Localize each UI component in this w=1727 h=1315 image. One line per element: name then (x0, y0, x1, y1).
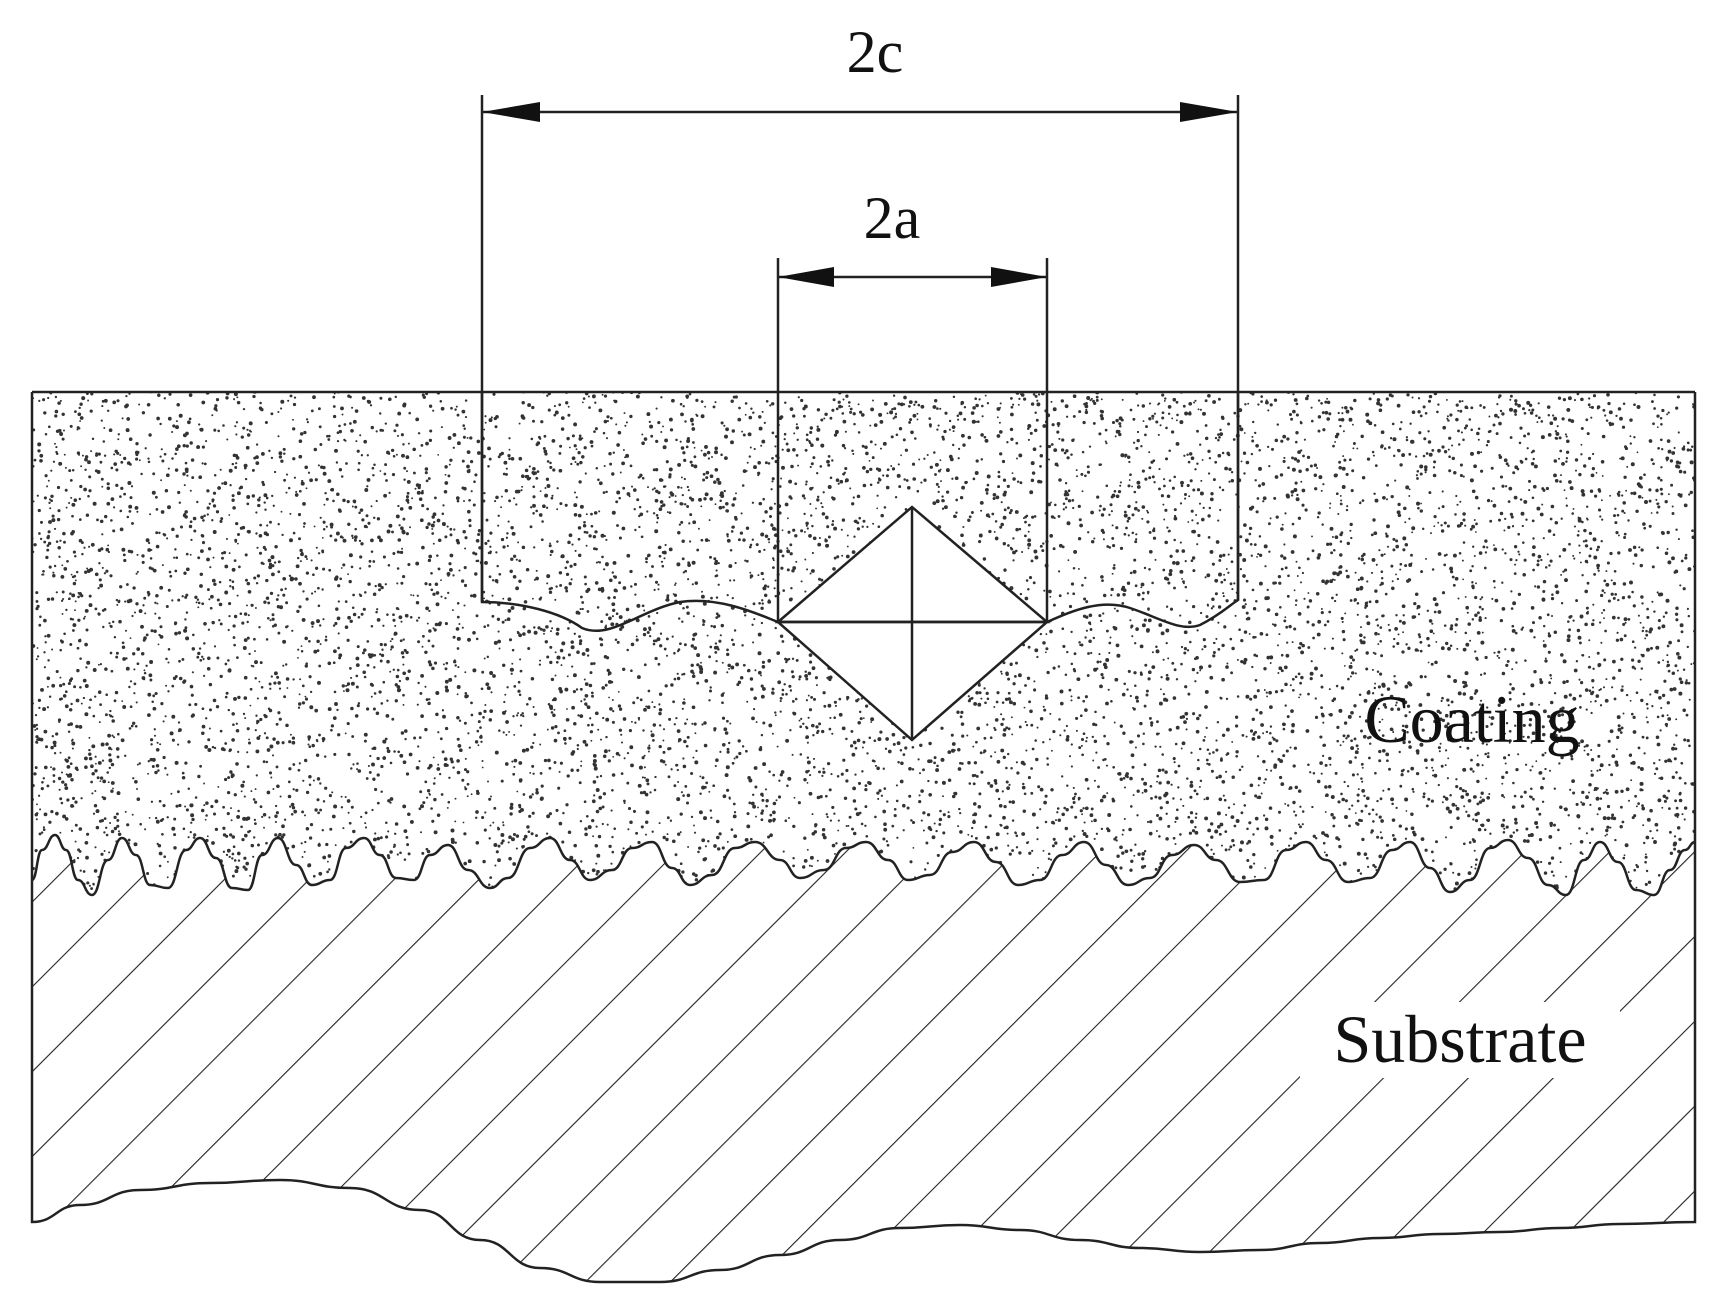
layer-labels: Coating Substrate (1300, 681, 1620, 1078)
label-2c: 2c (847, 19, 904, 85)
dimension-2c-right-arrow-icon (1180, 102, 1238, 122)
substrate-layer (30, 835, 1697, 1284)
dimension-2a: 2a (776, 185, 1049, 622)
dimension-2c: 2c (480, 19, 1240, 602)
crack-and-indent (480, 392, 1240, 742)
dimension-2c-left-arrow-icon (482, 102, 540, 122)
coating-substrate-interface (30, 833, 1696, 897)
label-2a: 2a (864, 185, 921, 251)
substrate-region (32, 835, 1695, 1282)
indent-pyramid (774, 505, 1051, 742)
substrate-label-backdrop (1300, 1002, 1620, 1078)
dimension-2a-left-arrow-icon (778, 267, 834, 287)
substrate-outline (30, 842, 1697, 1284)
dimension-2a-right-arrow-icon (991, 267, 1047, 287)
crack-profile (480, 392, 1240, 633)
label-substrate: Substrate (1333, 1001, 1586, 1077)
label-coating: Coating (1364, 681, 1579, 757)
